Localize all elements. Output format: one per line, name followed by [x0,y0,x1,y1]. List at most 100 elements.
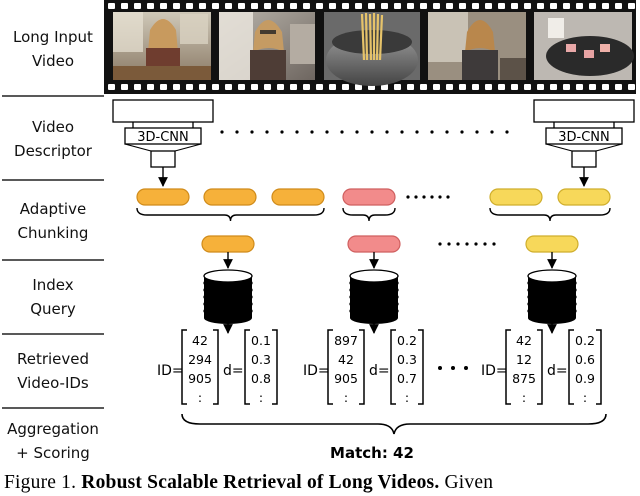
sprocket-hole [355,3,362,9]
sprocket-hole [238,84,245,90]
descriptor-taper [174,143,202,152]
ellipsis-dot [422,195,426,199]
feature-chunk-yellow [489,188,543,206]
retrieved-id-value: : [344,390,348,405]
matrix-bracket [537,329,543,405]
descriptor-block-left: 3D-CNN [112,99,214,168]
sprocket-hole [602,84,609,90]
match-result: Match: 42 [330,444,414,462]
feature-chunk-orange [271,188,325,206]
sprocket-hole [108,84,115,90]
sprocket-hole [498,3,505,9]
pipeline-flow: ID=42294905:d=0.10.30.8:ID=89742905:d=0.… [136,167,611,405]
descriptor-ellipsis-dot [325,130,329,134]
stage-label-line: Video [32,118,74,136]
sprocket-hole [251,84,258,90]
sprocket-hole [277,84,284,90]
sprocket-hole [459,84,466,90]
descriptor-ellipsis-dot [475,130,479,134]
ellipsis-dot [447,242,451,246]
sprocket-hole [134,3,141,9]
cnn-box [545,127,623,145]
retrieved-id-value: 12 [516,352,532,367]
stage-label-line: Long Input [13,28,93,46]
sprocket-hole [550,3,557,9]
sprocket-hole [212,3,219,9]
descriptor-ellipsis-dot [445,130,449,134]
sprocket-hole [160,84,167,90]
merged-chunk-pink [347,235,401,253]
descriptor-ellipsis-dot [280,130,284,134]
disk-top [527,269,577,283]
descriptor-ellipsis-dot [505,130,509,134]
id-label: ID= [481,363,508,379]
sprocket-hole [186,84,193,90]
descriptor-ellipsis-dot [415,130,419,134]
stage-label-line: + Scoring [16,444,90,462]
sprocket-hole [147,3,154,9]
distance-value: 0.9 [575,371,595,386]
distance-value: 0.6 [575,352,595,367]
feature-chunk-orange [136,188,190,206]
sprocket-hole [290,84,297,90]
distance-value: 0.2 [575,333,595,348]
descriptor-ellipsis-dot [385,130,389,134]
descriptor-taper [595,143,623,152]
distance-value: 0.2 [397,333,417,348]
results-ellipsis-dot [438,366,442,370]
descriptor-ellipsis-dot [235,130,239,134]
sprocket-hole [394,3,401,9]
sprocket-hole [537,84,544,90]
sprocket-hole [576,3,583,9]
matrix-bracket [244,329,250,405]
sprocket-hole [511,3,518,9]
ellipsis-dot [456,242,460,246]
sprocket-hole [576,84,583,90]
retrieved-id-value: 294 [188,352,212,367]
descriptor-connector [553,122,615,128]
results-ellipsis-dot [451,366,455,370]
descriptor-taper [124,143,152,152]
matrix-bracket [568,329,574,405]
cnn-label: 3D-CNN [137,130,189,145]
matrix-bracket [390,329,396,405]
matrix-bracket [418,329,424,405]
ellipsis-dot [474,242,478,246]
sprocket-hole [303,3,310,9]
sprocket-hole [589,84,596,90]
sprocket-hole [537,3,544,9]
caption-prefix: Figure 1. [4,472,77,493]
ellipsis-dot [438,242,442,246]
sprocket-hole [342,3,349,9]
descriptor-input-box [533,99,635,123]
sprocket-hole [550,84,557,90]
sprocket-hole [303,84,310,90]
sprocket-hole [485,3,492,9]
index-database-icon [527,269,577,324]
sprocket-hole [264,3,271,9]
sprocket-hole [225,3,232,9]
disk-top [203,269,253,283]
figure-caption: Figure 1. Robust Scalable Retrieval of L… [4,470,640,496]
stage-label-line: Retrieved [17,350,89,368]
sprocket-hole [251,3,258,9]
descriptor-ellipsis-dot [250,130,254,134]
matrix-bracket [359,329,365,405]
id-label: ID= [303,363,330,379]
matrix-bracket [213,329,219,405]
stage-label-line: Video [32,52,74,70]
descriptor-ellipsis-dot [310,130,314,134]
sprocket-hole [407,84,414,90]
stage-label-line: Descriptor [14,142,93,160]
sprocket-hole [199,3,206,9]
stage-label-line: Aggregation [7,420,99,438]
distance-value: 0.3 [251,352,271,367]
